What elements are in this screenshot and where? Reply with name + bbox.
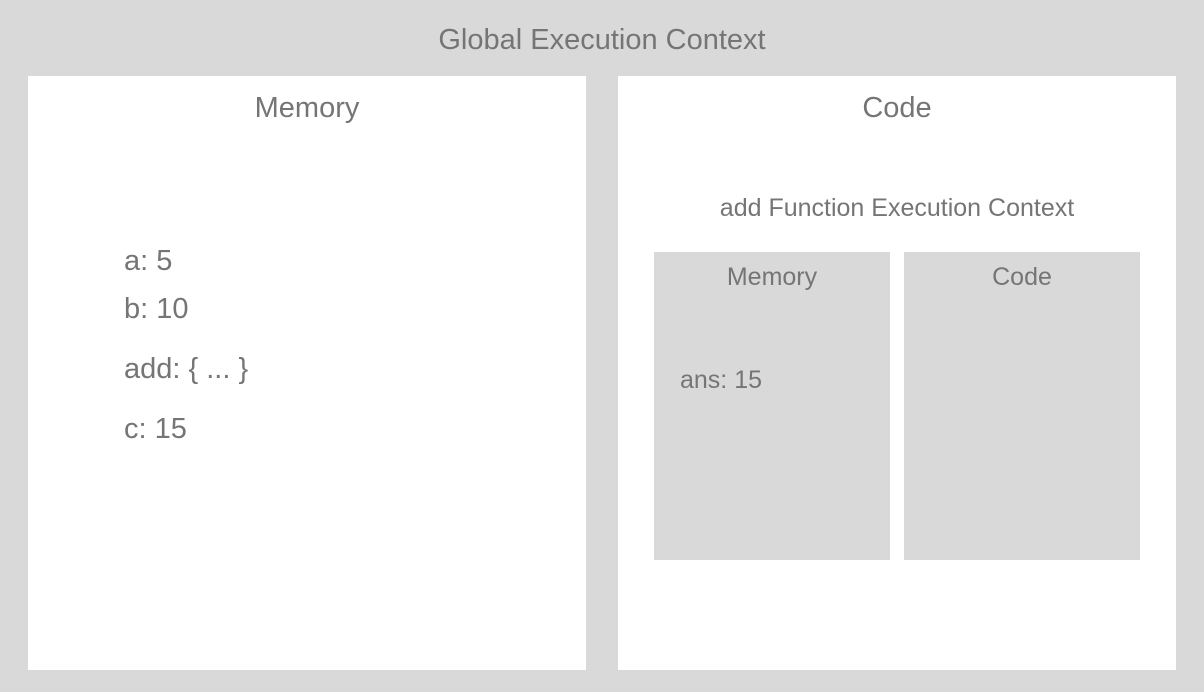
global-memory-panel: Memory a: 5 b: 10 add: { ... } c: 15: [28, 76, 586, 670]
memory-item-add: add: { ... }: [124, 353, 249, 385]
function-context-title: add Function Execution Context: [719, 194, 1075, 222]
function-memory-title: Memory: [726, 263, 818, 291]
memory-item-c: c: 15: [124, 413, 187, 445]
memory-item-a: a: 5: [124, 245, 173, 277]
function-code-panel: Code: [904, 252, 1140, 560]
memory-title: Memory: [254, 92, 360, 124]
memory-item-b: b: 10: [124, 293, 189, 325]
function-code-title: Code: [992, 263, 1052, 291]
function-memory-item-ans: ans: 15: [680, 366, 763, 394]
global-code-panel: Code add Function Execution Context Memo…: [618, 76, 1176, 670]
function-memory-panel: Memory ans: 15: [654, 252, 890, 560]
code-title: Code: [862, 92, 932, 124]
global-context-title: Global Execution Context: [438, 24, 766, 56]
